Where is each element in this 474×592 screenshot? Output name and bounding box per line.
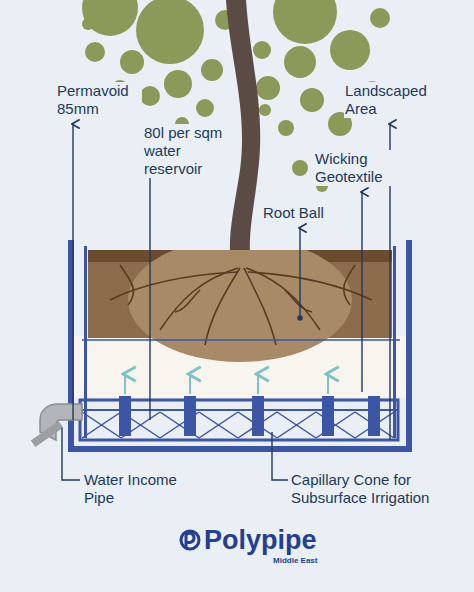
water-pipe <box>31 404 82 447</box>
root-ball <box>128 250 352 362</box>
capillary-cone <box>184 396 196 436</box>
logo-icon <box>181 531 199 549</box>
wicking-arrow <box>189 374 191 394</box>
part-label: Landscaped Area <box>344 82 446 118</box>
wicking-arrow <box>327 374 329 394</box>
capillary-cone <box>252 396 264 436</box>
part-label: Water Income Pipe <box>83 471 185 507</box>
brand-logo: Polypipe <box>203 525 318 555</box>
container <box>68 240 412 452</box>
part-label: Root Ball <box>262 204 325 222</box>
capillary-cone <box>368 396 380 436</box>
part-label: Permavoid 85mm <box>56 82 142 118</box>
tree-trunk <box>226 0 260 270</box>
brand-region: Middle East <box>272 556 318 566</box>
part-label: Wicking Geotextile <box>314 150 412 186</box>
part-label: 80l per sqm water reservoir <box>143 124 229 178</box>
capillary-cone <box>119 396 131 436</box>
capillary-cone <box>322 396 334 436</box>
wicking-arrow <box>124 374 126 394</box>
wicking-arrow <box>257 374 259 394</box>
part-label: Capillary Cone for Subsurface Irrigation <box>290 471 470 507</box>
